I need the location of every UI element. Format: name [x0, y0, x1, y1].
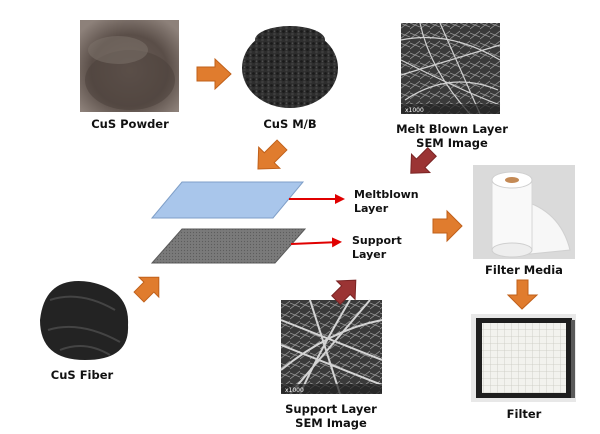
- support-layer-slab: [150, 228, 307, 264]
- cus-mb-label: CuS M/B: [263, 117, 317, 131]
- meltblown-sem-arrow: [410, 147, 437, 174]
- support-sem-image: x1000: [280, 299, 383, 395]
- cus-mb-image: [240, 22, 340, 110]
- support-pointer-arrow: [290, 237, 342, 248]
- filter-label: Filter: [506, 407, 542, 421]
- filter-image: [471, 314, 576, 402]
- meltblown-layer-label-line1: Meltblown: [354, 188, 419, 201]
- meltblown-sem-image: x1000: [400, 22, 501, 115]
- powder-to-mb-arrow: [196, 57, 232, 91]
- sem-scale-label: x1000: [405, 107, 424, 114]
- support-layer-label-line1: Support: [352, 234, 402, 247]
- support-sem-label: Support Layer SEM Image: [271, 402, 391, 430]
- meltblown-sem-label-line2: SEM Image: [416, 136, 488, 150]
- support-layer-label-line2: Layer: [352, 248, 387, 261]
- media-to-filter-arrow: [506, 279, 539, 310]
- support-sem-label-line2: SEM Image: [295, 416, 367, 430]
- filter-media-label: Filter Media: [485, 263, 563, 277]
- cus-powder-label: CuS Powder: [91, 117, 169, 131]
- support-sem-label-line1: Support Layer: [285, 402, 377, 416]
- cus-fiber-image: [32, 268, 133, 364]
- meltblown-layer-slab: [150, 181, 305, 219]
- fiber-to-layers-arrow: [133, 276, 160, 303]
- sem-scale-label-2: x1000: [285, 387, 304, 394]
- meltblown-layer-label: Meltblown Layer: [354, 188, 419, 216]
- meltblown-sem-label-line1: Melt Blown Layer: [396, 122, 508, 136]
- meltblown-sem-label: Melt Blown Layer SEM Image: [392, 122, 512, 150]
- layers-to-media-arrow: [432, 209, 463, 243]
- filter-media-image: [473, 165, 575, 259]
- cus-powder-image: [80, 20, 179, 112]
- mb-to-layers-arrow: [257, 139, 288, 170]
- support-sem-arrow: [331, 279, 357, 305]
- meltblown-layer-label-line2: Layer: [354, 202, 389, 215]
- cus-fiber-label: CuS Fiber: [50, 368, 114, 382]
- support-layer-label: Support Layer: [352, 234, 402, 262]
